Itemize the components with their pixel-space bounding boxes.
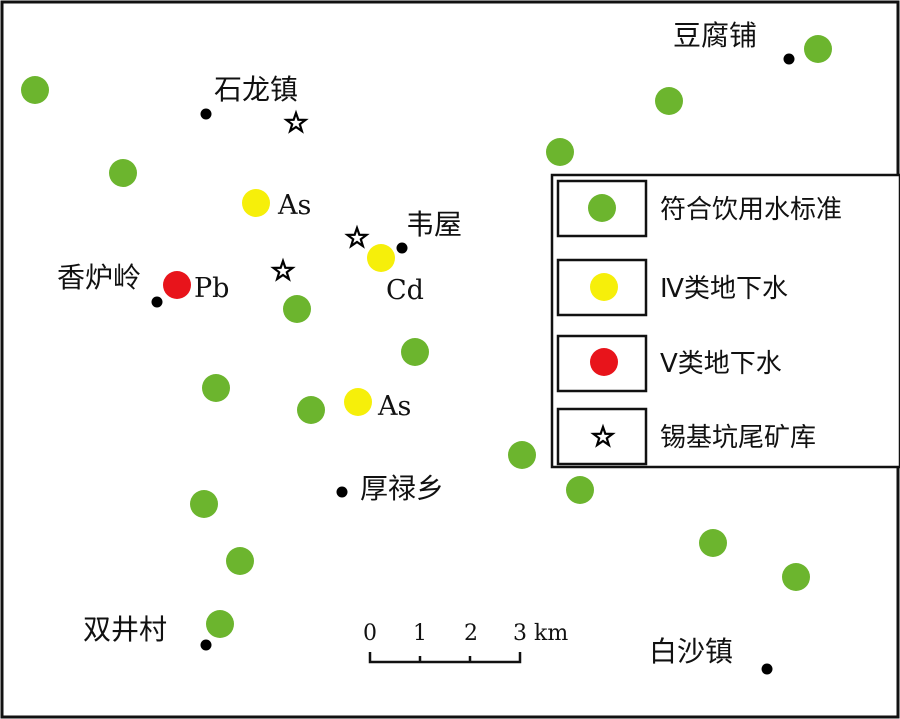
sample-point-green — [401, 338, 429, 366]
legend-label: 符合饮用水标准 — [660, 195, 842, 225]
sample-point-class-v — [163, 271, 191, 299]
town-dot — [151, 296, 163, 308]
town-label-shuangjingcun: 双井村 — [83, 613, 167, 646]
sample-point-green — [655, 87, 683, 115]
sample-point-green — [226, 547, 254, 575]
sample-point-green — [782, 563, 810, 591]
town-label-weiwu: 韦屋 — [406, 208, 462, 241]
town-dot — [200, 639, 212, 651]
sample-point-green — [109, 159, 137, 187]
legend-label: Ⅴ类地下水 — [660, 349, 782, 379]
scale-tick-label: 1 — [413, 621, 427, 646]
town-label-doufupu: 豆腐铺 — [673, 19, 757, 52]
legend: 符合饮用水标准 Ⅳ类地下水 Ⅴ类地下水 锡基坑尾矿库 — [550, 173, 900, 469]
sample-point-green — [21, 76, 49, 104]
legend-yellow-circle-icon — [590, 273, 618, 301]
town-dot — [200, 108, 212, 120]
legend-star-icon — [590, 423, 616, 448]
element-label-as: As — [277, 190, 311, 221]
sample-point-green — [508, 441, 536, 469]
town-dot — [783, 53, 795, 65]
element-label-cd: Cd — [386, 275, 424, 306]
green-points — [21, 35, 832, 638]
legend-green-circle-icon — [588, 194, 616, 222]
tailings-pond-star-icon — [270, 257, 296, 282]
scale-bar-line — [368, 652, 522, 664]
sample-point-class-iv — [242, 189, 270, 217]
town-dot — [336, 486, 348, 498]
sample-point-green — [546, 138, 574, 166]
sample-point-green — [202, 374, 230, 402]
legend-red-circle-icon — [590, 348, 618, 376]
scale-tick-label: 0 — [363, 621, 377, 646]
tailings-pond-star-icon — [283, 109, 309, 134]
town-label-houlu: 厚禄乡 — [360, 472, 444, 505]
element-label-pb: Pb — [194, 273, 229, 304]
legend-label: 锡基坑尾矿库 — [660, 423, 816, 453]
town-dot — [761, 663, 773, 675]
sample-point-green — [190, 490, 218, 518]
town-label-shilongzhen: 石龙镇 — [214, 73, 298, 106]
sample-point-green — [206, 610, 234, 638]
legend-label: Ⅳ类地下水 — [660, 274, 788, 304]
sample-point-green — [804, 35, 832, 63]
town-label-baishazhen: 白沙镇 — [649, 635, 733, 668]
town-label-xianglvling: 香炉岭 — [57, 261, 141, 294]
scale-tick-label: 2 — [464, 621, 478, 646]
town-dot — [396, 242, 408, 254]
sample-point-class-iv — [367, 244, 395, 272]
sample-point-green — [283, 295, 311, 323]
sample-point-green — [699, 529, 727, 557]
sample-point-green — [566, 476, 594, 504]
sample-point-class-iv — [344, 388, 372, 416]
tailings-pond-star-icon — [344, 224, 370, 249]
element-label-as: As — [377, 391, 411, 422]
scale-bar: 0 1 2 3 km — [363, 621, 568, 664]
scale-unit-label: km — [534, 621, 568, 646]
sample-point-green — [297, 396, 325, 424]
scale-tick-label: 3 — [513, 621, 527, 646]
